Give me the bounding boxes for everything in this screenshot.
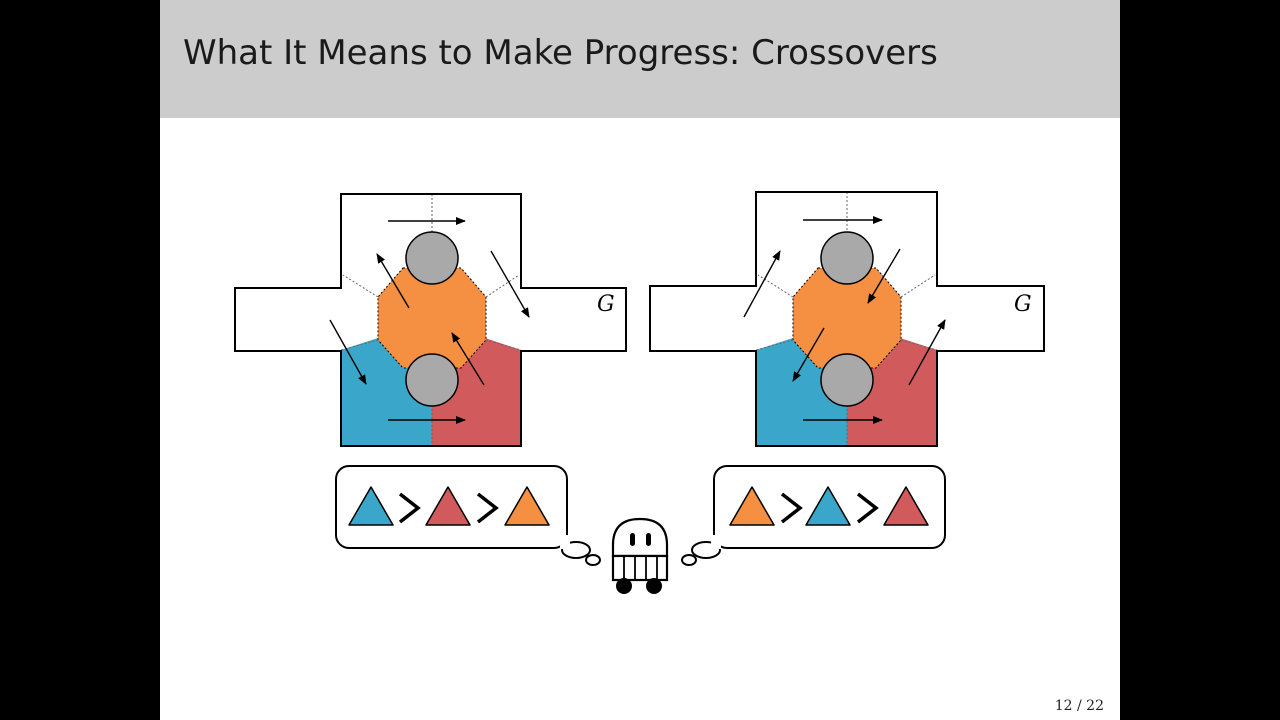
arrow-icon — [451, 332, 485, 386]
preference-order-left — [348, 486, 550, 526]
corridor-panel-right: G — [649, 191, 1045, 447]
corridor-panel-left: G — [234, 193, 627, 447]
obstacle-top — [405, 231, 459, 285]
arrow-icon — [792, 327, 825, 382]
corridor-outline — [649, 191, 1045, 447]
flow-arrows — [743, 216, 946, 424]
obstacle-bottom — [820, 353, 874, 407]
robot-icon — [611, 517, 669, 594]
diagram: G — [234, 191, 1045, 594]
obstacle-bottom — [405, 353, 459, 407]
goal-label: G — [597, 292, 615, 317]
page-number: 12 / 22 — [1054, 698, 1104, 714]
greater-than-symbol — [856, 492, 879, 524]
greater-than-symbol — [476, 492, 499, 524]
orange-region — [377, 267, 487, 369]
arrow-icon — [376, 253, 410, 309]
corridor-outline — [234, 193, 627, 447]
greater-than-symbol — [398, 492, 421, 524]
goal-label: G — [1014, 292, 1032, 317]
arrow-icon — [490, 250, 530, 318]
greater-than-symbol — [780, 492, 803, 524]
preference-order-right — [729, 486, 929, 526]
obstacle-top — [820, 231, 874, 285]
arrow-icon — [743, 250, 781, 318]
slide-title: What It Means to Make Progress: Crossove… — [183, 33, 938, 73]
arrow-icon — [329, 319, 367, 385]
title-bar: What It Means to Make Progress: Crossove… — [160, 0, 1120, 118]
arrow-icon — [908, 319, 946, 386]
thought-bubble-icon — [335, 465, 601, 566]
slide: What It Means to Make Progress: Crossove… — [160, 0, 1120, 720]
thought-bubble-icon — [681, 465, 946, 566]
flow-arrows — [329, 217, 530, 424]
arrow-icon — [867, 248, 901, 304]
